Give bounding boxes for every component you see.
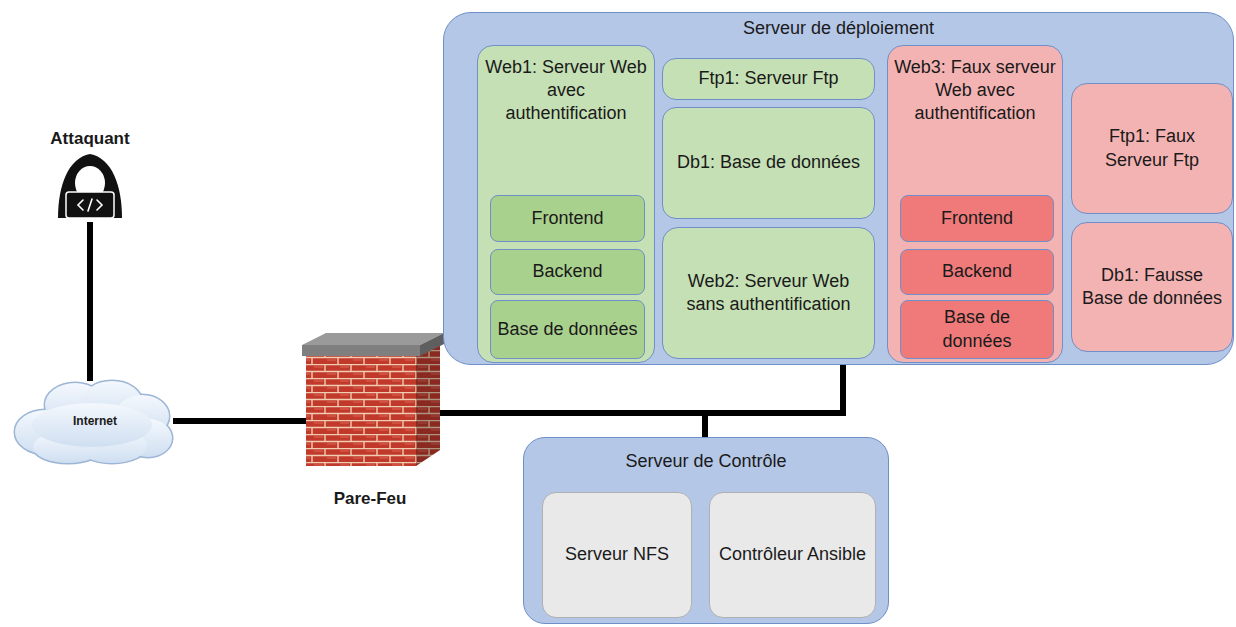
component-box: Backend — [490, 249, 645, 295]
service-box: Db1: Base de données — [662, 107, 875, 219]
node-label: Internet — [73, 414, 117, 429]
node-label: Serveur de Contrôle — [625, 450, 786, 473]
node-label: Db1: Base de données — [677, 151, 860, 174]
component-box: Frontend — [490, 195, 645, 242]
decoy-component-box: Backend — [900, 249, 1054, 295]
decoy-box: Web3: Faux serveur Web avec authentifica… — [887, 45, 1063, 363]
node-label: Backend — [942, 260, 1012, 283]
node-label: Frontend — [531, 207, 603, 230]
node-label: Backend — [532, 260, 602, 283]
node-label: Base de données — [497, 318, 637, 341]
network-link — [87, 222, 93, 381]
node-label: Web2: Serveur Web sans authentification — [669, 270, 868, 316]
service-box: Serveur NFS — [542, 492, 692, 618]
attacker-icon — [58, 154, 122, 218]
network-link — [440, 413, 705, 437]
node-label: Contrôleur Ansible — [719, 543, 866, 566]
node-label: Web1: Serveur Web avec authentification — [484, 56, 648, 125]
node-label: Pare-Feu — [334, 488, 407, 510]
firewall-icon — [302, 333, 444, 466]
service-box: Web2: Serveur Web sans authentification — [662, 227, 875, 359]
node-label: Ftp1: Serveur Ftp — [698, 67, 838, 90]
node-label: Attaquant — [50, 128, 129, 150]
component-box: Base de données — [490, 300, 645, 359]
node-label: Frontend — [941, 207, 1013, 230]
decoy-component-box: Frontend — [900, 195, 1054, 242]
service-box: Web1: Serveur Web avec authentificationF… — [477, 45, 655, 363]
node-label: Serveur de déploiement — [743, 17, 934, 40]
service-box: Ftp1: Serveur Ftp — [662, 58, 875, 100]
node-label: Db1: Fausse Base de données — [1078, 264, 1226, 310]
attacker-node: Attaquant — [40, 122, 140, 222]
node-label: Serveur NFS — [565, 543, 669, 566]
node-label: Ftp1: Faux Serveur Ftp — [1078, 125, 1226, 171]
decoy-component-box: Base de données — [900, 300, 1054, 359]
node-label: Base de données — [907, 306, 1047, 352]
decoy-box: Db1: Fausse Base de données — [1071, 222, 1233, 352]
node-label: Web3: Faux serveur Web avec authentifica… — [894, 56, 1056, 125]
service-box: Contrôleur Ansible — [709, 492, 876, 618]
cloud-shape — [15, 381, 172, 463]
server-group: Serveur de ContrôleServeur NFS Contrôleur… — [523, 437, 889, 624]
cloud-node: Internet — [15, 379, 175, 465]
firewall-node: Pare-Feu — [298, 330, 442, 512]
decoy-box: Ftp1: Faux Serveur Ftp — [1071, 83, 1233, 214]
network-link — [173, 418, 306, 424]
network-link — [440, 365, 843, 413]
server-group: Serveur de déploiementWeb1: Serveur Web … — [443, 12, 1234, 365]
